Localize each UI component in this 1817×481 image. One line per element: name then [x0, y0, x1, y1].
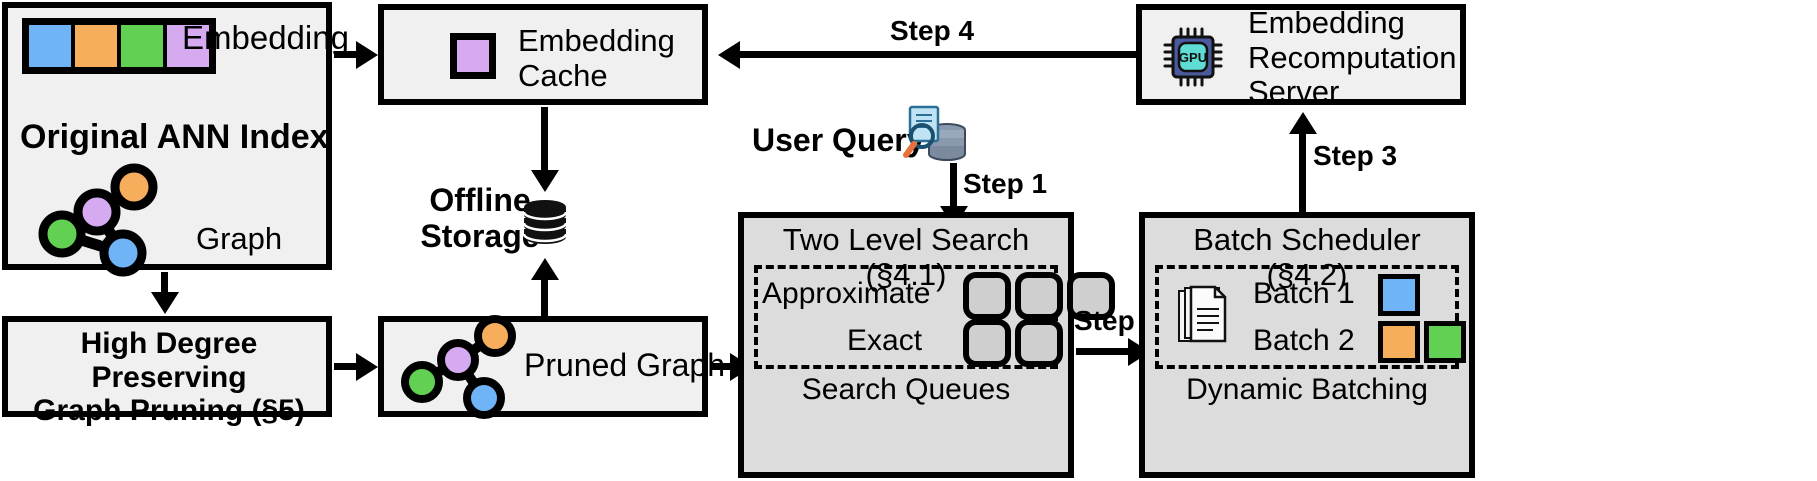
embedding-cell-0 — [27, 23, 73, 69]
graph-node-blue — [99, 229, 147, 277]
graph-pruning-title: High Degree Preserving Graph Pruning (§5… — [33, 327, 305, 428]
arrow-step3-head — [1289, 112, 1317, 134]
arrow-step3-line — [1299, 128, 1306, 212]
exact-slot-row — [963, 319, 1063, 367]
approximate-slot-2[interactable] — [1067, 272, 1115, 320]
two-level-search-title: Two Level Search (§4.1) — [782, 222, 1030, 292]
arrow-cache-to-storage-line — [541, 107, 548, 179]
batch-2-label: Batch 2 — [1253, 324, 1355, 357]
arrow-step4-line — [740, 51, 1136, 58]
batch-1-swatches — [1378, 274, 1420, 316]
batch-1-swatch-blue — [1378, 274, 1420, 316]
arrow-index-to-cache-head — [356, 41, 378, 69]
embedding-cache-panel — [378, 4, 708, 105]
gpu-chip-icon: GPU — [1163, 27, 1223, 87]
graph-node-orange — [110, 163, 158, 211]
pruned-node-blue — [463, 377, 505, 419]
graph-node-green — [38, 210, 86, 258]
step3-label: Step 3 — [1313, 140, 1398, 171]
arrow-pruned-to-search-line — [710, 363, 734, 370]
embedding-label: Embedding — [182, 19, 349, 56]
offline-storage-label: Offline Storage — [420, 182, 540, 254]
batch-scheduler-title: Batch Scheduler (§4.2) — [1193, 222, 1421, 292]
pruned-graph-title: Pruned Graph — [524, 347, 726, 383]
arrow-pruned-to-storage-line — [541, 268, 548, 330]
graph-label: Graph — [196, 221, 283, 256]
batch-1-label: Batch 1 — [1253, 277, 1355, 310]
database-icon — [522, 200, 568, 244]
arrow-step4-head — [718, 41, 740, 69]
pruned-graph-illustration — [401, 315, 516, 419]
arrow-pruning-to-pruned-line — [334, 363, 360, 370]
batch-2-swatches — [1378, 321, 1466, 363]
arrow-pruning-to-pruned-head — [356, 353, 378, 381]
embedding-cell-2 — [119, 23, 165, 69]
approximate-slot-1[interactable] — [1015, 272, 1063, 320]
step1-label: Step 1 — [963, 168, 1048, 199]
batch-2-swatch-orange — [1378, 321, 1420, 363]
arrow-index-to-pruning-head — [151, 292, 179, 314]
approximate-slot-row — [963, 272, 1115, 320]
approximate-slot-0[interactable] — [963, 272, 1011, 320]
gpu-icon-text: GPU — [1179, 50, 1207, 65]
pruned-node-purple — [437, 339, 479, 381]
query-database-search-icon — [903, 105, 966, 161]
search-queues-footer: Search Queues — [801, 373, 1011, 406]
original-index-graph — [38, 163, 158, 277]
batch-2-swatch-green — [1424, 321, 1466, 363]
arrow-step2-line — [1076, 348, 1134, 355]
graph-pruning-panel — [2, 316, 332, 417]
graph-node-purple — [73, 188, 121, 236]
arrow-index-to-cache-line — [334, 51, 360, 58]
dynamic-batching-dashed-region — [1155, 265, 1459, 369]
arrow-step1-line — [950, 163, 957, 213]
dynamic-batching-footer: Dynamic Batching — [1186, 373, 1428, 406]
user-query-label: User Query — [752, 122, 925, 158]
original-ann-index-title: Original ANN Index — [20, 118, 329, 156]
embedding-strip — [22, 18, 216, 74]
exact-slot-1[interactable] — [1015, 319, 1063, 367]
embedding-cell-3 — [165, 23, 211, 69]
pruned-node-orange — [474, 315, 516, 357]
arrow-pruned-to-storage-head — [531, 258, 559, 280]
arrow-index-to-pruning-line — [161, 272, 168, 300]
arrow-cache-to-storage-head — [531, 170, 559, 192]
documents-icon — [1178, 285, 1227, 343]
embedding-cache-swatch — [450, 33, 496, 79]
exact-label: Exact — [847, 324, 923, 357]
embedding-cell-1 — [73, 23, 119, 69]
step4-label: Step 4 — [890, 15, 975, 46]
recomputation-server-title: Embedding Recomputation Server — [1248, 5, 1457, 110]
embedding-cache-title: Embedding Cache — [518, 23, 675, 93]
approximate-label: Approximate — [762, 277, 931, 310]
exact-slot-0[interactable] — [963, 319, 1011, 367]
pruned-node-green — [401, 361, 443, 403]
